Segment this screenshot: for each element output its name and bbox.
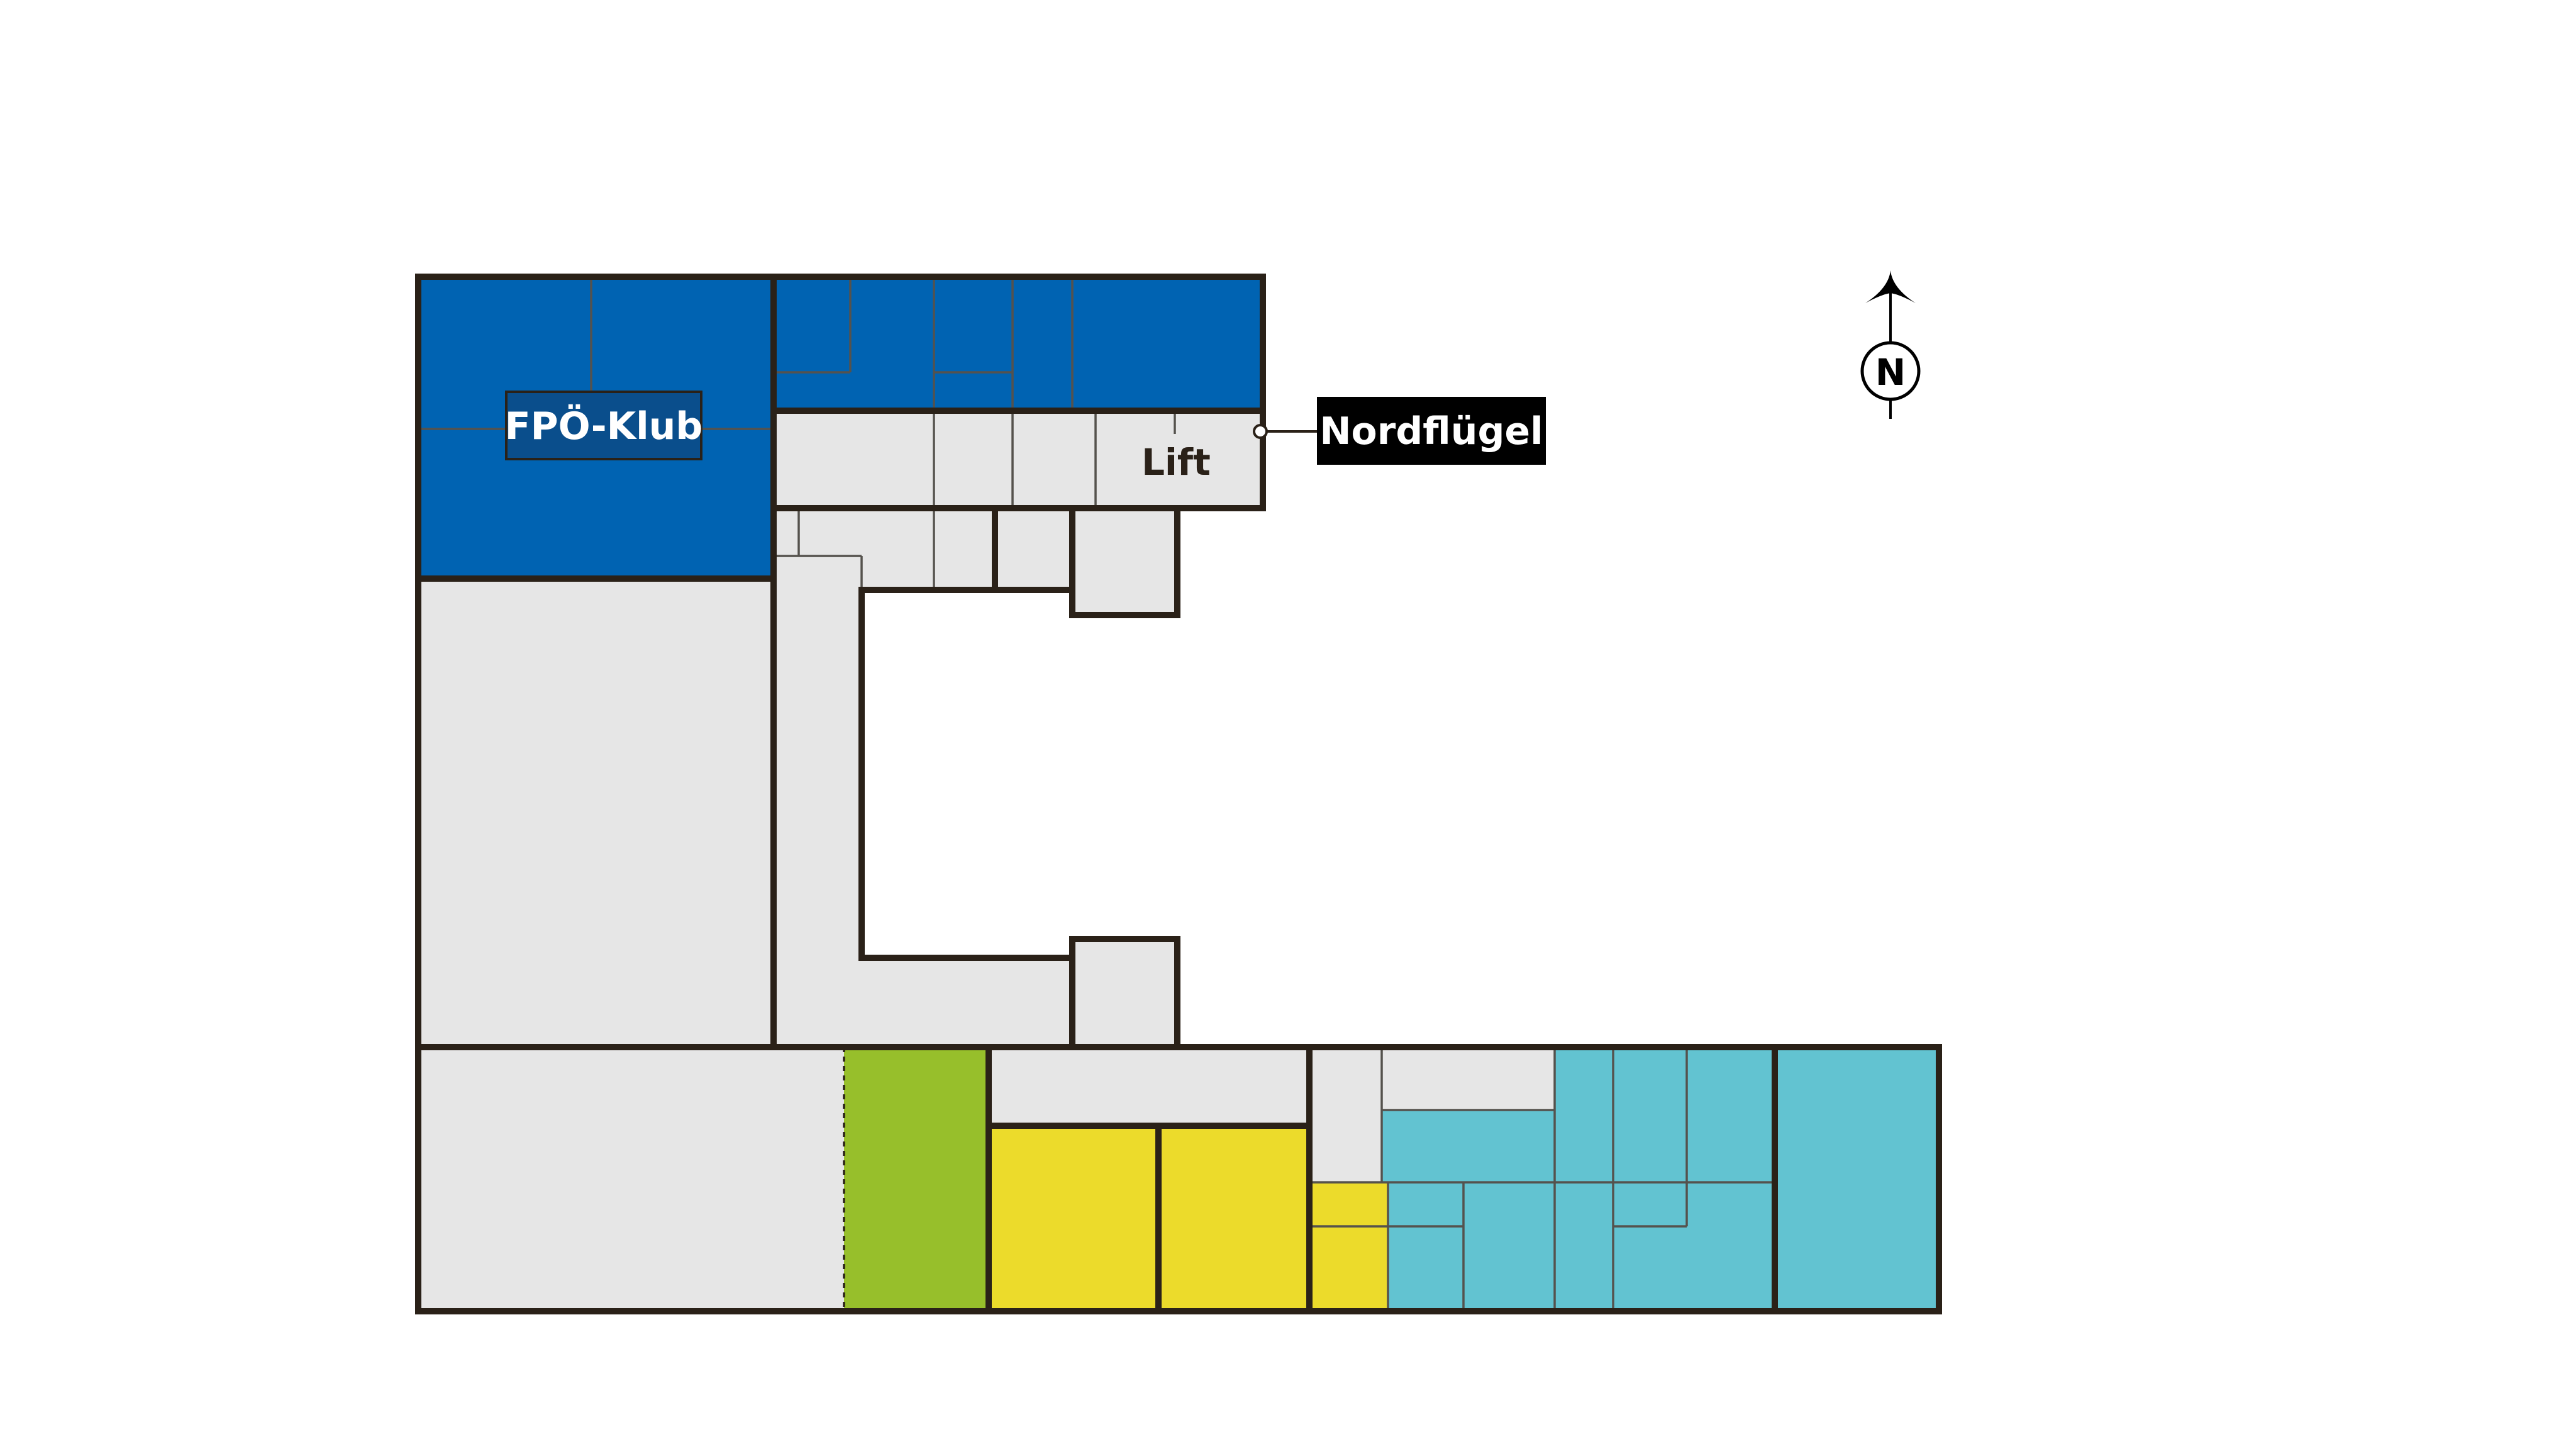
room-yellow-2[interactable] xyxy=(1158,1126,1309,1311)
room-cyan-east[interactable] xyxy=(1775,1047,1937,1311)
label-fpoe-klub-text: FPÖ-Klub xyxy=(505,404,703,448)
room-corridor-south[interactable] xyxy=(862,958,1072,1047)
room-yellow-small[interactable] xyxy=(1309,1182,1388,1311)
room-fpoe-klub-north[interactable] xyxy=(774,277,1264,411)
room-west-large[interactable] xyxy=(418,579,774,1047)
north-label: N xyxy=(1875,351,1906,394)
callout-nordfluegel-text: Nordflügel xyxy=(1319,409,1543,453)
room-corridor-vertical[interactable] xyxy=(774,590,862,1047)
callout-anchor-dot xyxy=(1253,424,1268,439)
room-gray-small[interactable] xyxy=(1309,1047,1382,1182)
walls xyxy=(415,274,1942,1314)
room-cyan-b[interactable] xyxy=(1555,1047,1775,1182)
room-north-box[interactable] xyxy=(1072,508,1177,615)
interior-partitions xyxy=(418,277,1775,1311)
callout-nordfluegel-box xyxy=(1317,397,1546,465)
room-south-gray-strip[interactable] xyxy=(989,1047,1309,1126)
room-cyan-c[interactable] xyxy=(1388,1182,1775,1311)
room-green[interactable] xyxy=(844,1047,989,1311)
room-yellow-1[interactable] xyxy=(989,1126,1158,1311)
north-arrow-icon: N xyxy=(1860,270,1921,419)
label-lift: Lift xyxy=(1141,441,1211,484)
room-gray-top-cyan[interactable] xyxy=(1382,1047,1555,1110)
room-north-lower[interactable] xyxy=(774,508,1072,590)
room-fills xyxy=(418,277,1937,1311)
room-south-west[interactable] xyxy=(418,1047,844,1311)
room-south-box[interactable] xyxy=(1072,939,1177,1047)
room-north-corridor[interactable] xyxy=(774,411,1264,508)
label-fpoe-klub-box xyxy=(505,391,702,460)
room-cyan-a[interactable] xyxy=(1382,1110,1555,1182)
callout-nordfluegel: Nordflügel xyxy=(1253,397,1546,465)
label-fpoe-klub: FPÖ-Klub xyxy=(505,391,703,460)
